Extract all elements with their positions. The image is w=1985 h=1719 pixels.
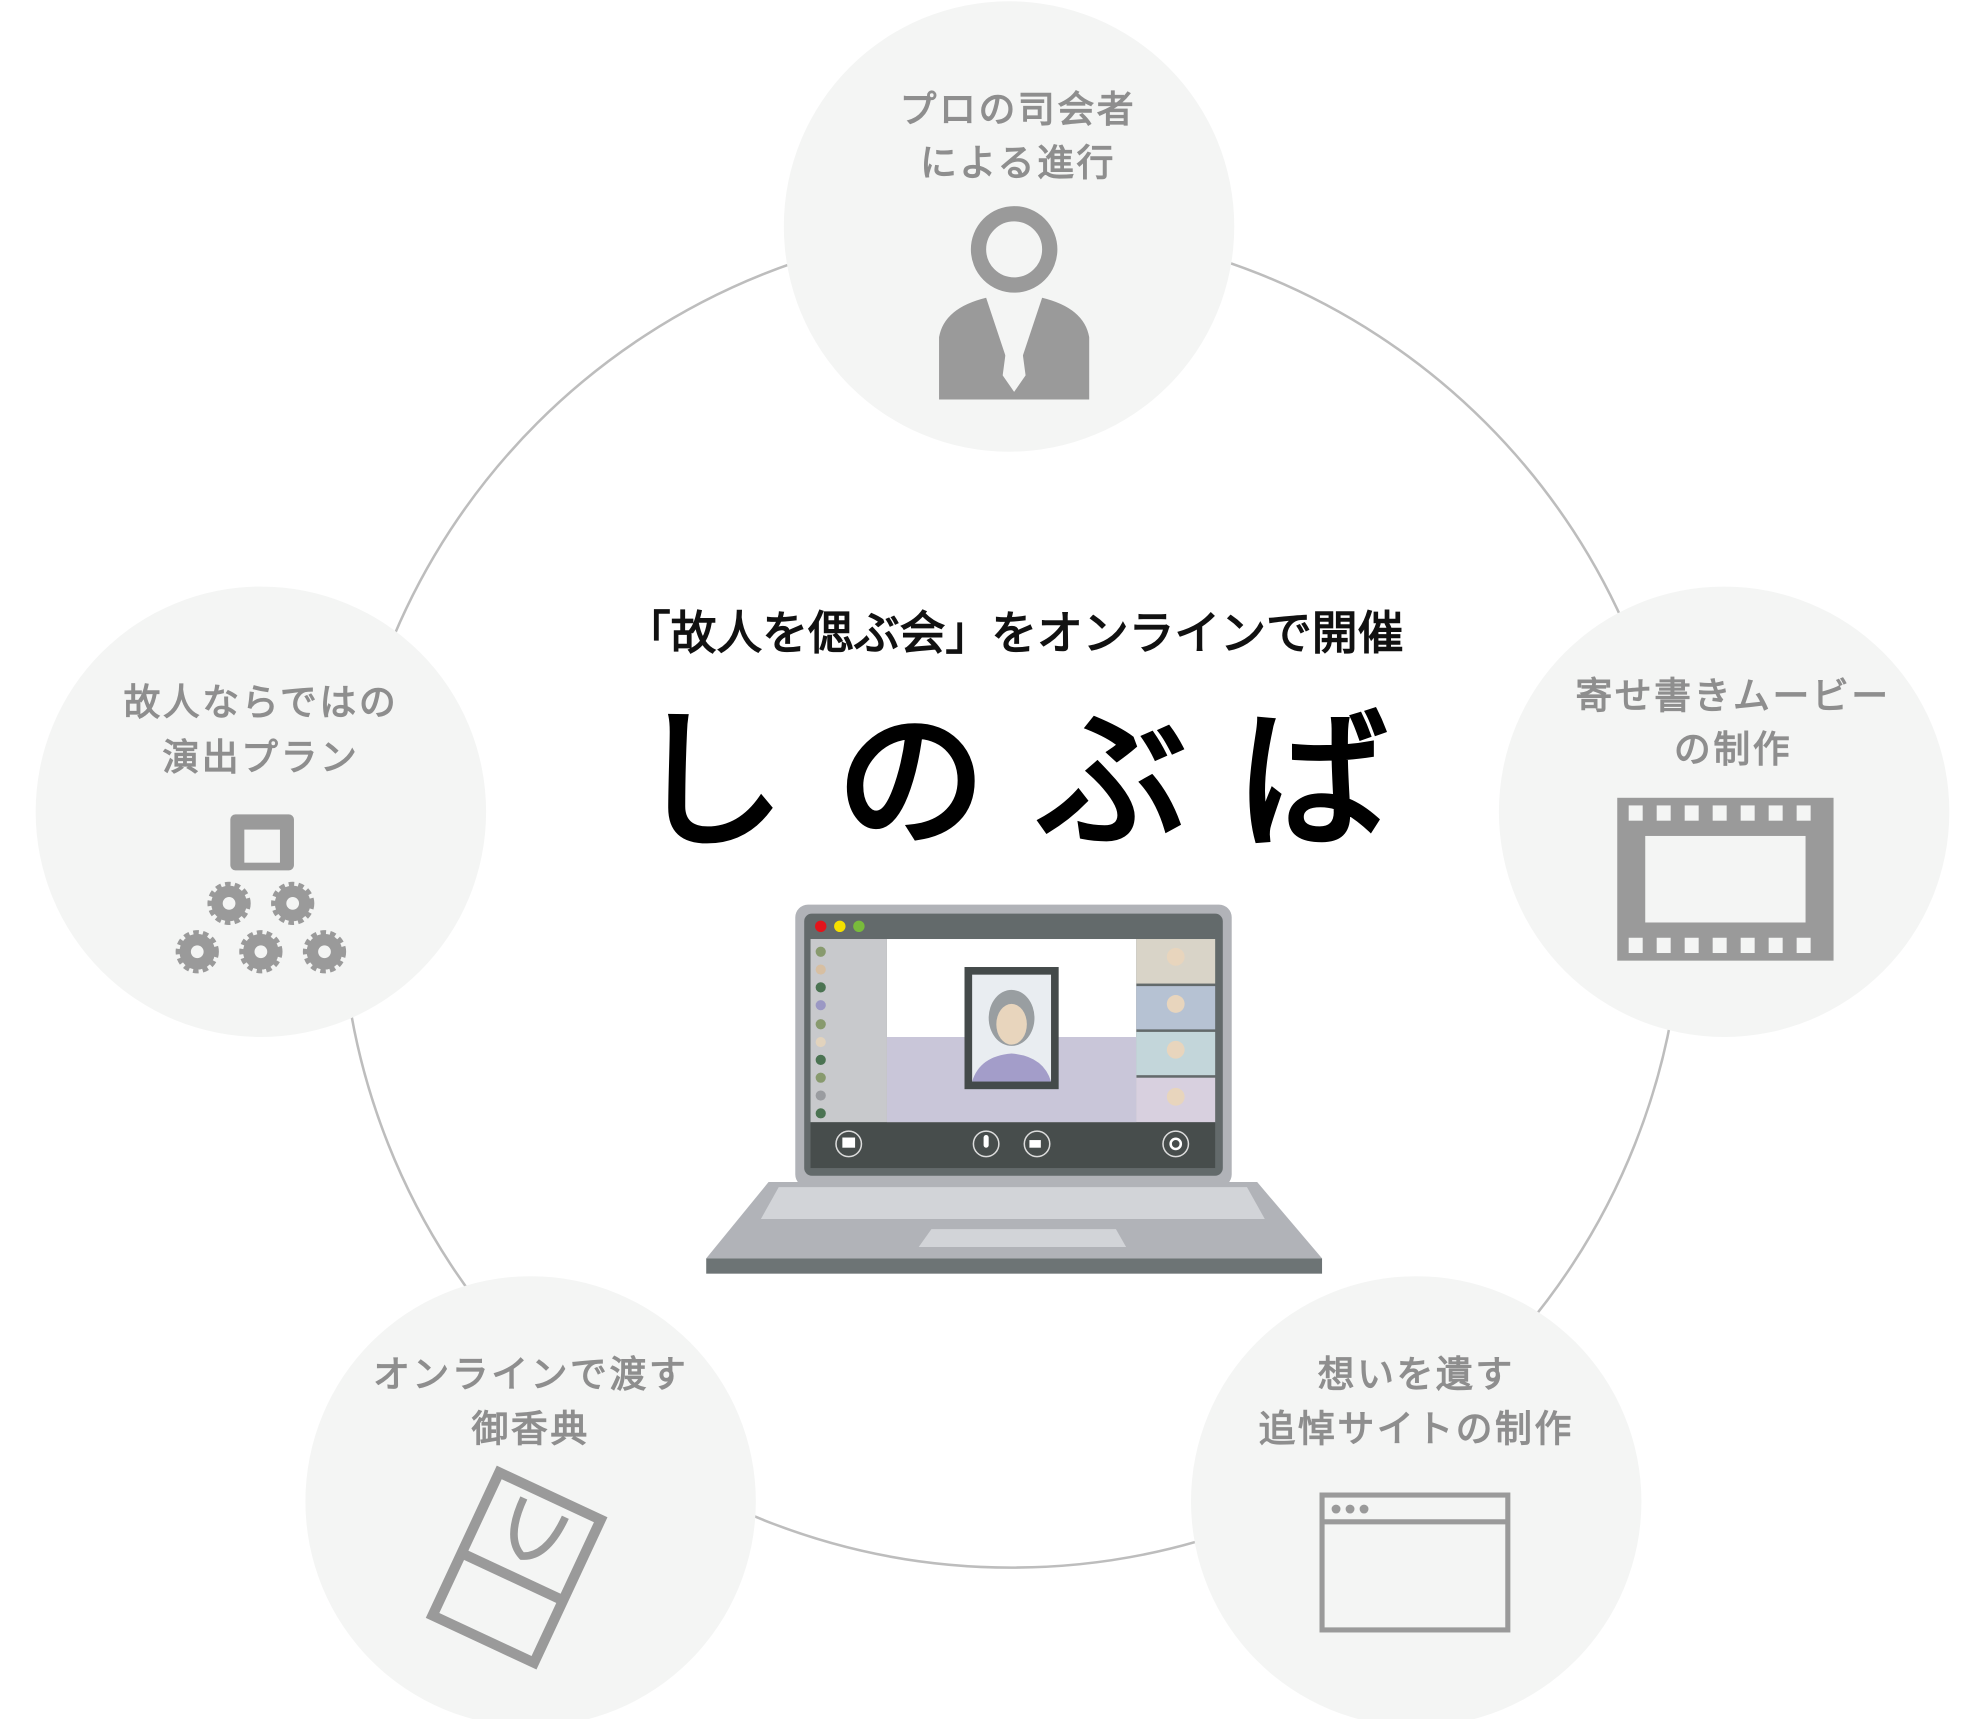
film-icon [1617, 797, 1834, 961]
feature-label: 故人ならではの [123, 681, 398, 724]
feature-label: 想いを遺す [1318, 1353, 1515, 1396]
feature-label: プロの司会者 [900, 88, 1137, 131]
microphone-button-icon [972, 1130, 1000, 1158]
call-toolbar [810, 1122, 1216, 1169]
feature-label: 寄せ書きムービー [1575, 675, 1890, 718]
logo-shinobuba: しのぶば [635, 693, 1439, 869]
feature-label: による進行 [920, 142, 1116, 185]
minimize-dot-icon [834, 920, 846, 933]
chat-button-icon [835, 1130, 863, 1158]
browser-window-icon [1319, 1492, 1511, 1633]
feature-label: オンラインで渡す [373, 1353, 688, 1396]
feature-label: 御香典 [470, 1408, 589, 1451]
feature-label: 追悼サイトの制作 [1259, 1408, 1574, 1451]
tagline: 「故人を偲ぶ会」をオンラインで開催 [625, 606, 1404, 660]
feature-memorial-site: 想いを遺す 追悼サイトの制作 [1191, 1276, 1642, 1719]
envelope-icon [425, 1465, 608, 1670]
laptop-illustration [706, 904, 1323, 1274]
close-dot-icon [815, 920, 827, 933]
camera-button-icon [1023, 1130, 1051, 1158]
mc-person-icon [939, 206, 1090, 400]
feature-label: の制作 [1674, 728, 1792, 771]
feature-production-plan: 故人ならではの 演出プラン [35, 586, 487, 1037]
feature-label: 演出プラン [162, 736, 359, 779]
maximize-dot-icon [853, 920, 865, 933]
settings-button-icon [1162, 1130, 1190, 1158]
feature-condolence: オンラインで渡す 御香典 [305, 1276, 756, 1719]
feature-mc: プロの司会者 による進行 [783, 1, 1235, 452]
feature-movie: 寄せ書きムービー の制作 [1498, 586, 1950, 1037]
flower-stand-icon [175, 814, 347, 974]
